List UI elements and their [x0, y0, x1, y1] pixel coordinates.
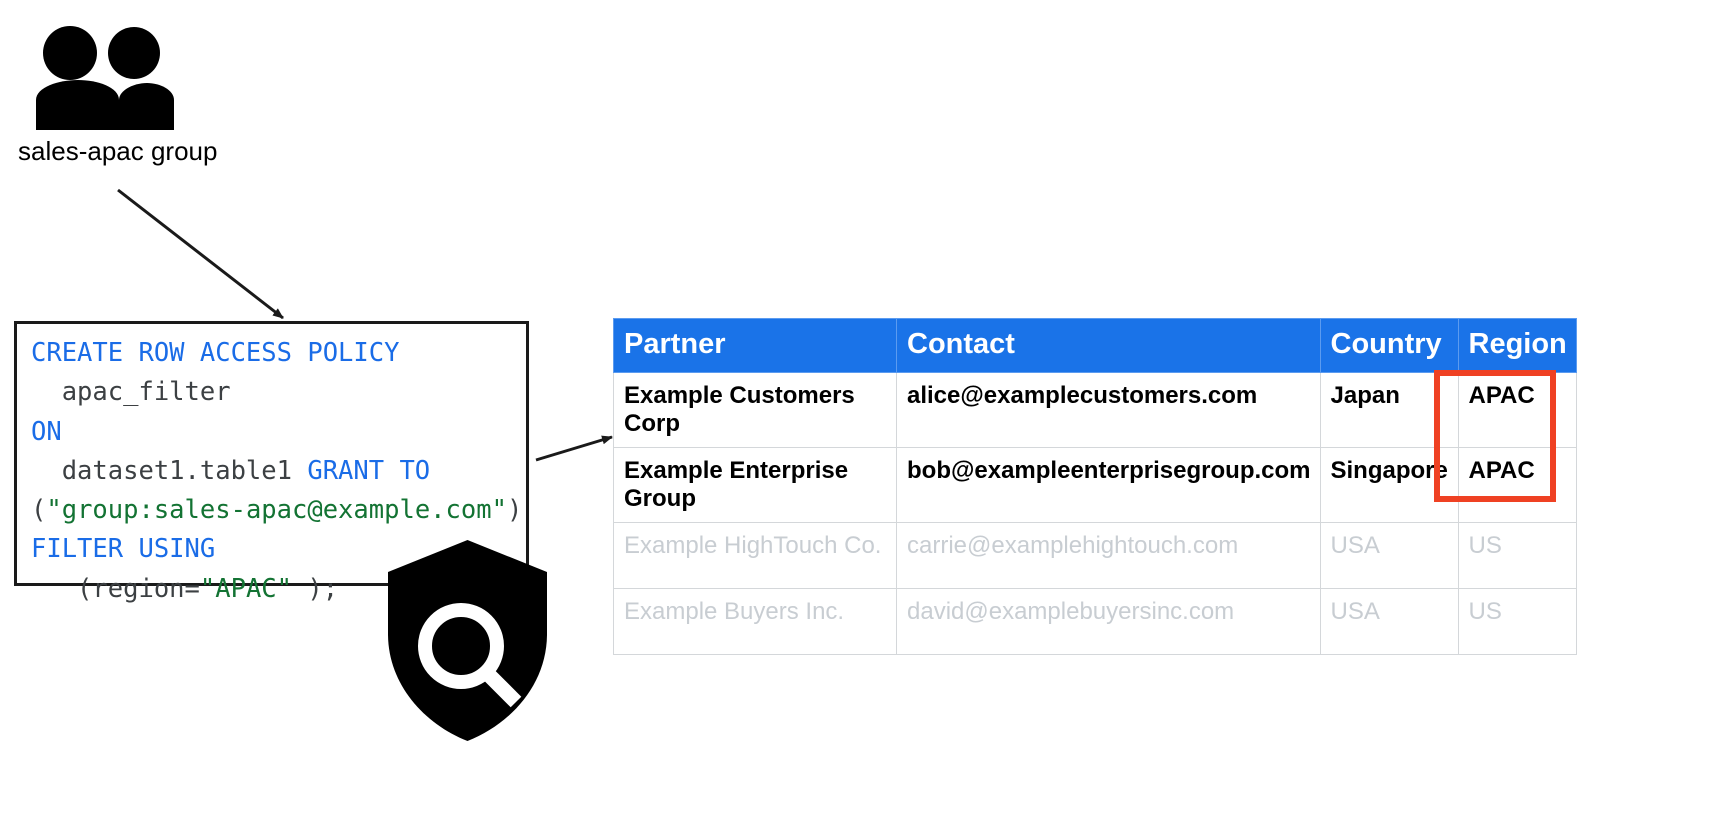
table-row: Example Buyers Inc. david@examplebuyersi…	[613, 588, 1577, 655]
cell-country: Singapore	[1319, 447, 1459, 523]
cell-region: US	[1457, 588, 1577, 655]
code-token: FILTER USING	[31, 534, 216, 565]
table-row: Example Enterprise Group bob@exampleente…	[613, 447, 1577, 523]
column-header-contact[interactable]: Contact	[896, 318, 1321, 373]
cell-contact: bob@exampleenterprisegroup.com	[896, 447, 1321, 523]
cell-contact: alice@examplecustomers.com	[896, 372, 1321, 448]
arrow-group-to-policy	[117, 188, 284, 320]
cell-contact: david@examplebuyersinc.com	[896, 588, 1321, 655]
partner-table-container: Partner Contact Country Region Example C…	[613, 318, 1577, 655]
code-token: dataset1.table1	[31, 455, 308, 486]
cell-region: APAC	[1457, 372, 1577, 448]
arrow-policy-to-table	[535, 435, 613, 462]
cell-partner: Example Enterprise Group	[613, 447, 897, 523]
code-token: "APAC"	[199, 573, 293, 604]
sales-apac-group-node: sales-apac group	[18, 20, 248, 167]
policy-sql-code: CREATE ROW ACCESS POLICY apac_filter ON …	[31, 334, 522, 609]
cell-country: Japan	[1319, 372, 1459, 448]
cell-partner: Example Buyers Inc.	[613, 588, 897, 655]
table-header-row: Partner Contact Country Region	[613, 318, 1577, 373]
shield-search-icon	[388, 540, 547, 741]
table-head: Partner Contact Country Region	[613, 318, 1577, 373]
row-access-policy-code-box: CREATE ROW ACCESS POLICY apac_filter ON …	[14, 321, 529, 604]
code-token: ON	[31, 416, 62, 447]
table-row: Example Customers Corp alice@examplecust…	[613, 372, 1577, 448]
cell-region: US	[1457, 522, 1577, 589]
code-token: (	[31, 495, 47, 526]
code-token: );	[292, 573, 339, 604]
partner-table: Partner Contact Country Region Example C…	[613, 318, 1577, 655]
cell-partner: Example HighTouch Co.	[613, 522, 897, 589]
column-header-partner[interactable]: Partner	[613, 318, 897, 373]
column-header-region[interactable]: Region	[1457, 318, 1577, 373]
table-row: Example HighTouch Co. carrie@examplehigh…	[613, 522, 1577, 589]
cell-partner: Example Customers Corp	[613, 372, 897, 448]
code-token: GRANT TO	[307, 455, 431, 486]
table-body: Example Customers Corp alice@examplecust…	[613, 372, 1577, 655]
cell-contact: carrie@examplehightouch.com	[896, 522, 1321, 589]
shield-search-node	[385, 538, 550, 743]
code-token: "group:sales-apac@example.com"	[46, 495, 507, 526]
code-token: (region=	[31, 573, 200, 604]
cell-country: USA	[1319, 588, 1459, 655]
code-token: apac_filter	[31, 377, 231, 408]
column-header-country[interactable]: Country	[1319, 318, 1459, 373]
code-token: )	[506, 495, 523, 526]
cell-region: APAC	[1457, 447, 1577, 523]
cell-country: USA	[1319, 522, 1459, 589]
group-label: sales-apac group	[18, 136, 218, 166]
people-group-icon	[36, 26, 174, 130]
code-token: CREATE ROW ACCESS POLICY	[31, 338, 400, 368]
